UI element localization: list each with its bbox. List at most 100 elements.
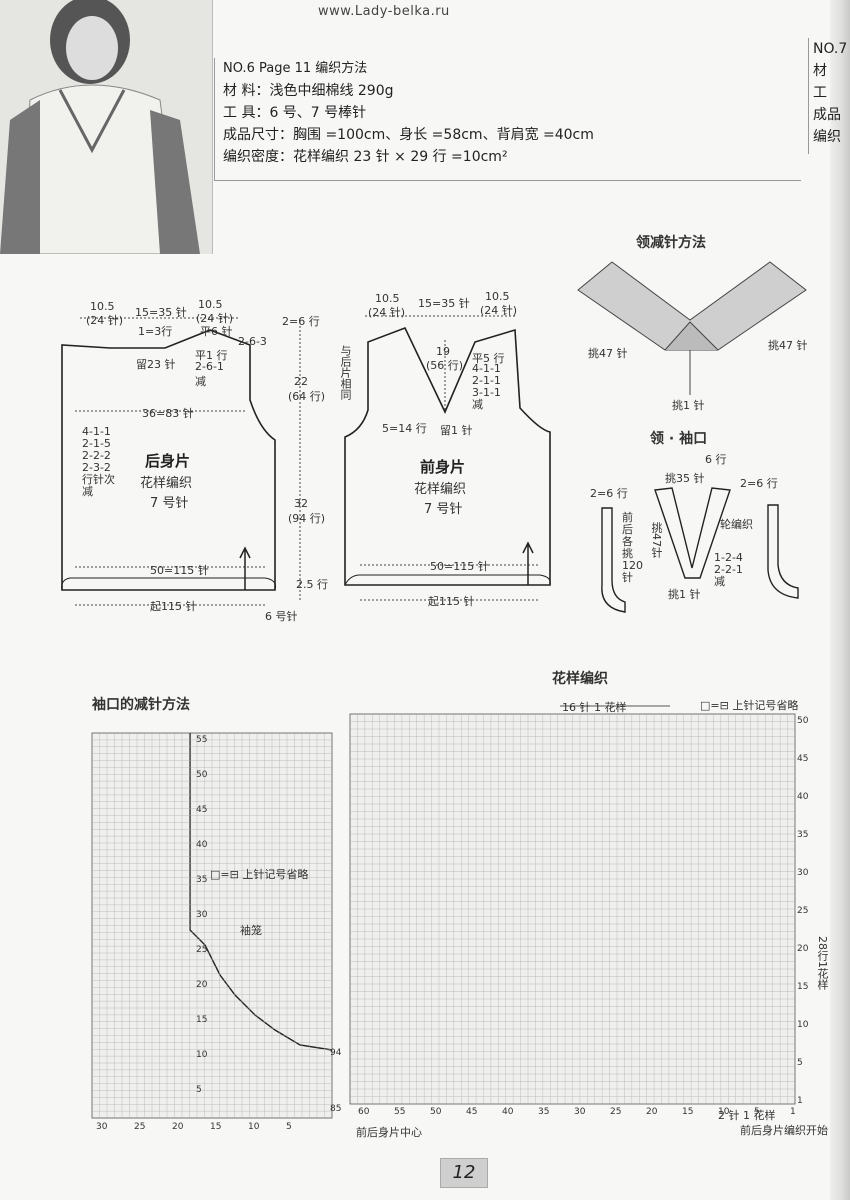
back-bottom: 50=115 针	[150, 564, 209, 577]
neck-armhole-title: 领 · 袖口	[650, 431, 708, 447]
pattern-row-label-0: 50	[797, 716, 809, 726]
neck-band-drawing	[654, 487, 731, 579]
neck-rib: 轮编织	[720, 518, 753, 531]
pattern-row-label-3: 35	[797, 830, 809, 840]
armhole-row-label-1: 50	[196, 770, 208, 780]
neck-front-back: 前 后 各 挑 120 针	[622, 511, 643, 584]
pattern-row-label-8: 10	[797, 1020, 809, 1030]
front-pattern: 花样编织	[414, 482, 467, 497]
neck-right-rows: 2=6 行	[740, 477, 778, 490]
front-bottom: 50=115 针	[430, 560, 489, 573]
pattern-row-label-9: 5	[797, 1058, 803, 1068]
front-top-left: 10.5	[375, 292, 400, 305]
header-size: 成品尺寸：胸围 =100cm、身长 =58cm、背肩宽 =40cm	[223, 127, 594, 143]
armhole-band-right	[767, 504, 799, 599]
site-url[interactable]: www.Lady-belka.ru	[318, 4, 450, 19]
pattern-repeat-top: 16 针 1 花样	[562, 701, 627, 714]
pattern-col-label-5: 35	[538, 1107, 550, 1117]
pattern-col-label-4: 40	[502, 1107, 514, 1117]
armhole-row-label-2: 45	[196, 805, 208, 815]
back-neck-keep: 留23 针	[136, 358, 176, 371]
page-number: 12	[440, 1158, 488, 1188]
back-top-right-rows: (24 针)	[196, 312, 234, 325]
back-arm-dec: 4-1-1 2-1-5 2-2-2 2-3-2 行针次 减	[82, 425, 115, 498]
pattern-col-label-9: 15	[682, 1107, 694, 1117]
pattern-col-label-10: 10	[718, 1107, 730, 1117]
armhole-col-label-2: 20	[172, 1122, 184, 1132]
front-top-right-rows: (24 针)	[480, 304, 518, 317]
armhole-band-left	[601, 507, 626, 613]
header-title: NO.6 Page 11 编织方法	[223, 61, 368, 76]
front-title: 前身片	[420, 458, 466, 476]
front-piece-outline	[344, 326, 551, 586]
back-top-left-rows: (24 针)	[86, 314, 124, 327]
right-mid: 22	[294, 375, 308, 388]
pattern-row-label-1: 45	[797, 754, 809, 764]
armhole-legend: □=⊟ 上针记号省略	[210, 868, 309, 881]
front-v-dec: 4-1-1 2-1-1 3-1-1 减	[472, 362, 501, 411]
back-top-left: 10.5	[90, 300, 115, 313]
right-low: 32	[294, 497, 308, 510]
armhole-col-label-3: 15	[210, 1122, 222, 1132]
page-gutter	[830, 0, 850, 1200]
pattern-row-label-6: 20	[797, 944, 809, 954]
pattern-row-label-7: 15	[797, 982, 809, 992]
front-v-rows: (56 行)	[426, 359, 464, 372]
neck-dec: 1-2-4 2-2-1 减	[714, 551, 743, 588]
model-photo-illustration	[0, 0, 212, 254]
back-needle6: 6 号针	[265, 610, 298, 623]
armhole-chart-title: 袖口的减针方法	[92, 697, 190, 713]
pattern-row-label-2: 40	[797, 792, 809, 802]
header-material: 材 料：浅色中细棉线 290g	[223, 83, 394, 99]
neck-method-title: 领减针方法	[636, 235, 706, 251]
front-cast-on: 起115 针	[428, 595, 475, 608]
right-mid-rows: (64 行)	[288, 390, 326, 403]
armhole-row-label-3: 40	[196, 840, 208, 850]
neck-top-rows: 6 行	[705, 453, 727, 466]
pattern-start-label: 前后身片编织开始	[740, 1124, 828, 1137]
armhole-row-label-0: 55	[196, 735, 208, 745]
model-photo	[0, 0, 213, 254]
pattern-col-label-7: 25	[610, 1107, 622, 1117]
pattern-col-label-12: 1	[790, 1107, 796, 1117]
right-rib: 2.5 行	[296, 578, 328, 591]
back-flat: 平1 行	[195, 349, 228, 362]
armhole-row-label-9: 10	[196, 1050, 208, 1060]
pattern-row-label-4: 30	[797, 868, 809, 878]
neck-pick1: 挑1 针	[668, 588, 701, 601]
armhole-label: 袖笼	[240, 924, 262, 937]
pattern-col-label-1: 55	[394, 1107, 406, 1117]
front-flat: 平5 行	[472, 352, 505, 365]
next-page-fragment: NO.7 材 工 成品 编织	[808, 38, 850, 154]
back-shoulder-dec: 2-6-3	[238, 335, 267, 348]
right-low-rows: (94 行)	[288, 512, 326, 525]
instructions-header: NO.6 Page 11 编织方法 材 料：浅色中细棉线 290g 工 具：6 …	[214, 58, 801, 181]
armhole-row-label-7: 20	[196, 980, 208, 990]
back-piece-outline	[61, 329, 276, 591]
armhole-row-label-8: 15	[196, 1015, 208, 1025]
armhole-col-label-1: 25	[134, 1122, 146, 1132]
front-top-right: 10.5	[485, 290, 510, 303]
pattern-col-label-11: 5	[754, 1107, 760, 1117]
back-top-right: 10.5	[198, 298, 223, 311]
back-shoulder: 平6 针	[200, 325, 233, 338]
pattern-col-label-2: 50	[430, 1107, 442, 1117]
back-chest: 36=83 针	[142, 407, 194, 420]
front-arm: 5=14 行	[382, 422, 427, 435]
armhole-marker-bottom: 85	[330, 1104, 342, 1114]
back-top-mid: 15=35 针	[135, 306, 187, 319]
front-keep: 留1 针	[440, 424, 473, 437]
pattern-col-label-6: 30	[574, 1107, 586, 1117]
armhole-row-label-6: 25	[196, 945, 208, 955]
armhole-col-label-0: 30	[96, 1122, 108, 1132]
armhole-row-label-5: 30	[196, 910, 208, 920]
back-dec-label: 减	[195, 375, 206, 388]
back-dec2: 2-6-1	[195, 360, 224, 373]
armhole-col-label-4: 10	[248, 1122, 260, 1132]
pattern-col-label-8: 20	[646, 1107, 658, 1117]
right-top-rows: 2=6 行	[282, 315, 320, 328]
neck-left-rows: 2=6 行	[590, 487, 628, 500]
pattern-repeat-bottom: 2 针 1 花样	[718, 1109, 776, 1122]
armhole-col-label-5: 5	[286, 1122, 292, 1132]
